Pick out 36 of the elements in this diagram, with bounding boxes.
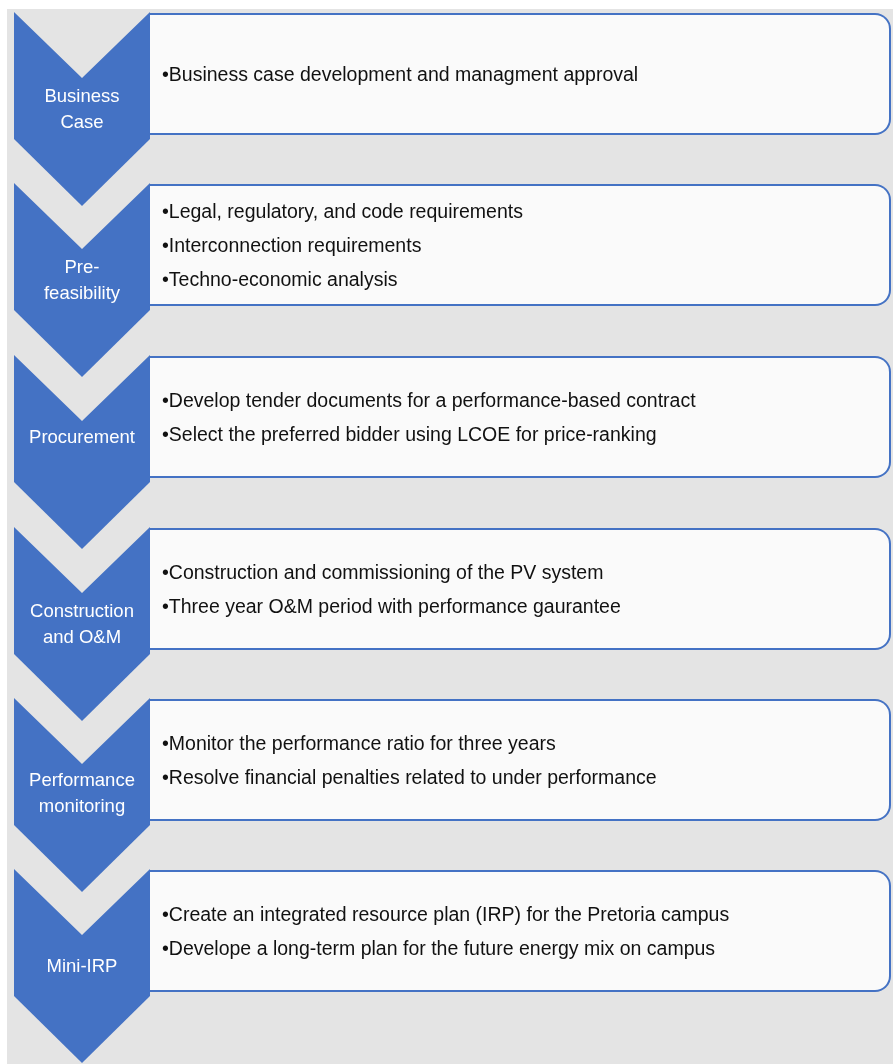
- bullet-item: •Construction and commissioning of the PV system: [162, 560, 605, 585]
- step-chevron: [14, 12, 150, 139]
- chevron-point-arrow: [14, 139, 150, 206]
- step-box: [150, 699, 891, 821]
- bullet-item: •Develop tender documents for a performance-based contract: [162, 388, 697, 413]
- bullet-item: •Monitor the performance ratio for three years: [162, 731, 557, 756]
- step-label: Procurement: [28, 425, 136, 449]
- chevron-point-arrow: [14, 654, 150, 721]
- step-box: [150, 13, 891, 135]
- bullet-item: •Business case development and managment approval: [162, 62, 640, 87]
- step-label: Performance monitoring: [28, 768, 136, 818]
- step-box: [150, 184, 891, 306]
- step-box: [150, 870, 891, 992]
- step-box: [150, 356, 891, 478]
- step-box: [150, 528, 891, 650]
- chevron-point-arrow: [14, 825, 150, 892]
- step-label: Mini-IRP: [45, 954, 119, 978]
- bullet-item: •Legal, regulatory, and code requirements: [162, 199, 524, 224]
- step-chevron: [14, 869, 150, 996]
- bullet-item: •Resolve financial penalties related to under performance: [162, 765, 658, 790]
- bullet-item: •Interconnection requirements: [162, 233, 423, 258]
- bullet-item: •Select the preferred bidder using LCOE for price-ranking: [162, 422, 658, 447]
- step-chevron: [14, 183, 150, 310]
- chevron-point-arrow: [14, 482, 150, 549]
- step-chevron: [14, 527, 150, 654]
- step-chevron: [14, 698, 150, 825]
- bullet-item: •Develope a long-term plan for the future energy mix on campus: [162, 936, 717, 961]
- bullet-item: •Create an integrated resource plan (IRP) for the Pretoria campus: [162, 902, 731, 927]
- step-label: Business Case: [43, 84, 121, 134]
- step-label: Pre-feasibility: [42, 255, 122, 305]
- bullet-item: •Three year O&M period with performance gaurantee: [162, 594, 622, 619]
- chevron-point-arrow: [14, 310, 150, 377]
- bullet-item: •Techno-economic analysis: [162, 267, 399, 292]
- chevron-point-arrow: [14, 996, 150, 1063]
- step-chevron: [14, 355, 150, 482]
- step-label: Construction and O&M: [29, 599, 135, 649]
